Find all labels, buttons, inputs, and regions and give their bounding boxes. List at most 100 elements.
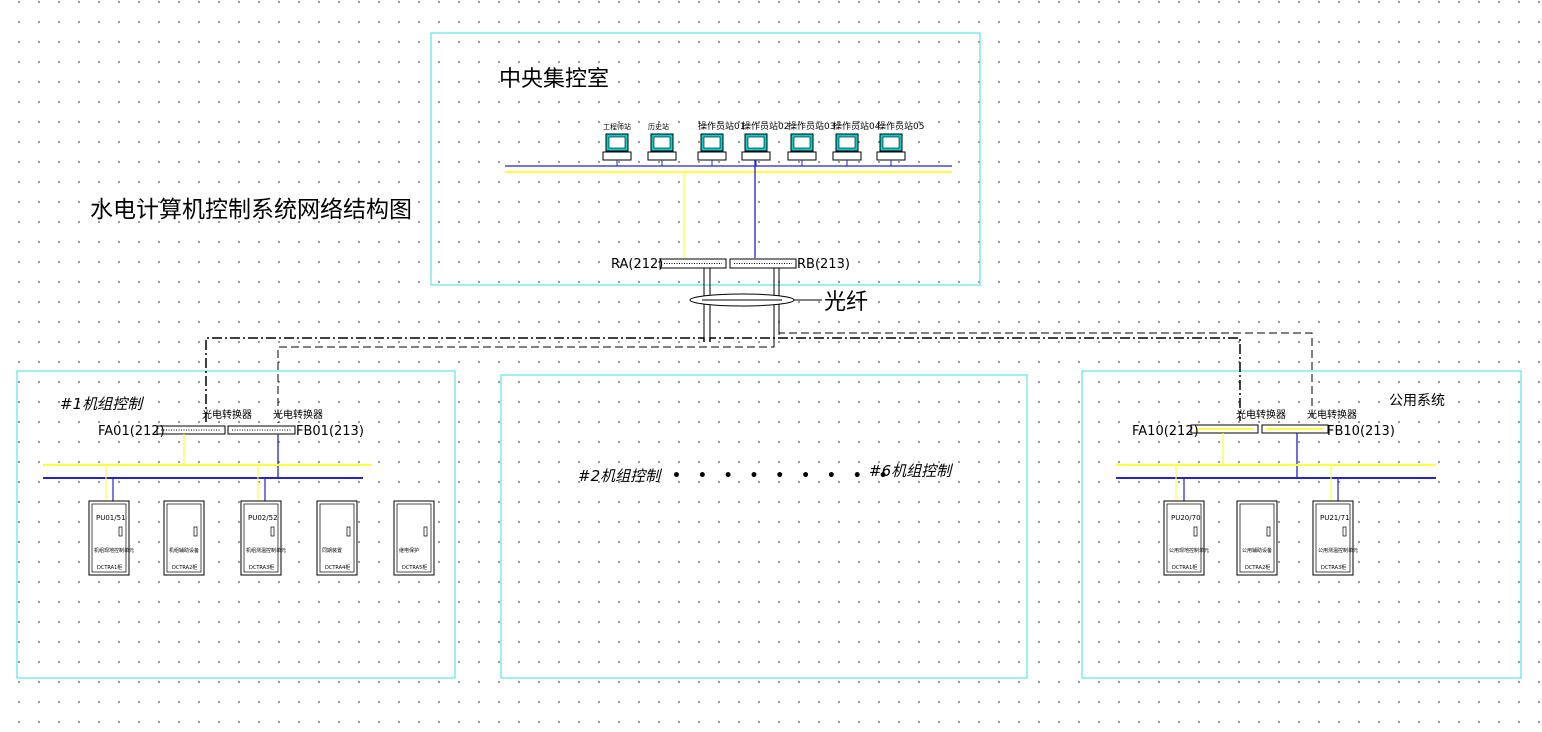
- cabinet-body: [1163, 500, 1205, 576]
- common-system-frame: [1081, 370, 1522, 679]
- cabinet-4[interactable]: 同期装置 DCTRA4柜: [316, 500, 358, 576]
- workstation-2[interactable]: 历史站: [647, 122, 677, 166]
- common-label: 公用系统: [1389, 393, 1445, 409]
- fiber-b-to-unit1: [277, 342, 775, 423]
- keyboard-icon: [697, 151, 727, 161]
- cabinet-body: [1312, 500, 1354, 576]
- workstation-4[interactable]: 操作员站02: [741, 120, 789, 166]
- fiber-bundle: [689, 268, 822, 342]
- unit1-converter-b-label: 光电转换器: [273, 408, 323, 421]
- middle-ellipsis: • • • • • • • • •: [672, 468, 894, 484]
- cabinet-name: 公用现地控制单元: [1169, 547, 1209, 554]
- fiber-label: 光纤: [824, 290, 868, 315]
- cabinet-code: DCTRA2柜: [172, 564, 197, 571]
- cabinet-door: [1239, 503, 1275, 573]
- cabinet-code: DCTRA5柜: [402, 564, 427, 571]
- workstation-6[interactable]: 操作员站04: [832, 120, 881, 166]
- cabinet-name: 继电保护: [399, 547, 419, 554]
- switch-fa10-label: FA10(212): [1132, 424, 1199, 439]
- cabinet-body: [240, 500, 282, 576]
- screen-icon: [838, 136, 856, 149]
- switch-fb01[interactable]: [227, 425, 296, 435]
- unit1-label: #1机组控制: [60, 395, 145, 413]
- screen-icon: [747, 136, 765, 149]
- cabinet-body: [88, 500, 130, 576]
- screen-icon: [608, 136, 626, 149]
- cabinet-name: 同期装置: [322, 547, 342, 554]
- workstation-label: 操作员站05: [877, 120, 924, 132]
- cabinet-handle-icon: [270, 526, 275, 537]
- switch-ra[interactable]: [659, 258, 727, 269]
- cabinet-door: [243, 503, 279, 573]
- keyboard-icon: [602, 151, 632, 161]
- unit1-frame: [16, 370, 456, 679]
- cabinet-id: PU21/71: [1320, 514, 1350, 522]
- cabinet-body: [163, 500, 205, 576]
- cabinet-door: [91, 503, 127, 573]
- screen-icon: [703, 136, 721, 149]
- cabinet-handle-icon: [1193, 526, 1198, 537]
- common-converter-a-label: 光电转换器: [1236, 408, 1286, 421]
- keyboard-icon: [876, 151, 906, 161]
- workstation-1[interactable]: 工程师站: [602, 122, 632, 166]
- screen-icon: [653, 136, 671, 149]
- switch-fa01-label: FA01(212): [98, 424, 165, 439]
- middle-label-start: #2机组控制: [578, 467, 663, 485]
- workstation-label: 工程师站: [603, 122, 631, 131]
- cabinet-handle-icon: [118, 526, 123, 537]
- middle-units-frame: [500, 374, 1028, 679]
- cabinet-code: DCTRA4柜: [325, 564, 350, 571]
- workstation-label: 历史站: [648, 122, 669, 131]
- switch-fb10-label: FB10(213): [1327, 424, 1395, 439]
- cabinet-code: DCTRA1柜: [1172, 564, 1197, 571]
- cabinet-code: DCTRA3柜: [1321, 564, 1346, 571]
- cabinet-name: 公用测温控制单元: [1318, 547, 1358, 554]
- screen-icon: [793, 136, 811, 149]
- cabinet-id: PU02/52: [248, 514, 278, 522]
- cabinet-code: DCTRA3柜: [249, 564, 274, 571]
- cabinet-3[interactable]: PU21/71 公用测温控制单元 DCTRA3柜: [1312, 500, 1358, 576]
- cabinet-code: DCTRA2柜: [1245, 564, 1270, 571]
- switch-rb-label: RB(213): [797, 257, 850, 272]
- keyboard-icon: [647, 151, 677, 161]
- workstation-label: 操作员站02: [742, 120, 789, 132]
- cabinet-name: 机组现地控制单元: [94, 547, 134, 554]
- cabinet-id: PU20/70: [1171, 514, 1201, 522]
- middle-label-end: #6机组控制: [869, 462, 954, 480]
- workstation-7[interactable]: 操作员站05: [876, 120, 924, 166]
- workstation-5[interactable]: 操作员站03: [787, 120, 835, 166]
- switch-rb[interactable]: [729, 258, 797, 269]
- workstation-label: 操作员站01: [698, 120, 745, 132]
- cabinet-door: [1315, 503, 1351, 573]
- workstation-label: 操作员站04: [833, 120, 881, 132]
- fiber-b-to-common: [778, 332, 1313, 421]
- cabinet-body: [1236, 500, 1278, 576]
- screen-icon: [882, 136, 900, 149]
- keyboard-icon: [832, 151, 862, 161]
- switch-fa10[interactable]: [1190, 424, 1259, 434]
- workstation-label: 操作员站03: [788, 120, 835, 132]
- cabinet-handle-icon: [346, 526, 351, 537]
- workstation-3[interactable]: 操作员站01: [697, 120, 745, 166]
- cabinet-code: DCTRA1柜: [97, 564, 122, 571]
- common-converter-b-label: 光电转换器: [1307, 408, 1357, 421]
- cabinet-5[interactable]: 继电保护 DCTRA5柜: [393, 500, 435, 576]
- cabinet-door: [396, 503, 432, 573]
- switch-fa01[interactable]: [156, 425, 226, 435]
- unit1-cabinet-group: PU01/51机组现地控制单元DCTRA1柜机组辅助设备DCTRA2柜PU02/…: [88, 500, 435, 576]
- fiber-a-to-unit1: [205, 337, 705, 423]
- central-room-label: 中央集控室: [499, 67, 609, 92]
- switch-fb01-label: FB01(213): [296, 424, 364, 439]
- cabinet-body: [393, 500, 435, 576]
- cabinet-door: [319, 503, 355, 573]
- cabinet-1[interactable]: PU20/70 公用现地控制单元 DCTRA1柜: [1163, 500, 1209, 576]
- switch-ra-label: RA(212): [611, 257, 663, 272]
- switch-fb10[interactable]: [1261, 424, 1329, 434]
